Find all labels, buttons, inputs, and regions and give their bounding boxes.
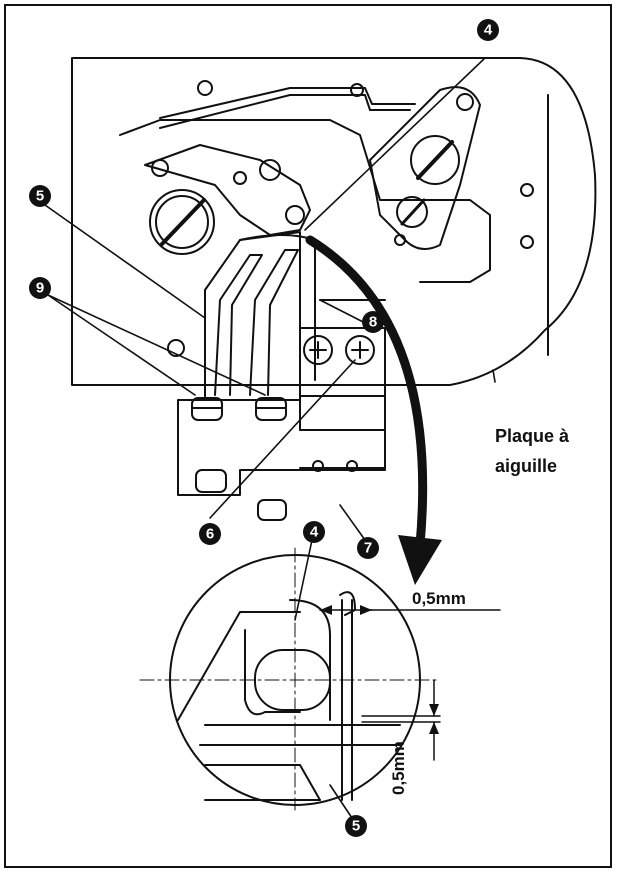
svg-text:4: 4 bbox=[484, 22, 493, 39]
mounting-plate bbox=[177, 399, 386, 496]
nuts bbox=[191, 397, 287, 521]
small-screw-right bbox=[396, 196, 428, 228]
callout-6 bbox=[199, 523, 221, 545]
blade-assembly bbox=[204, 231, 316, 401]
svg-text:4: 4 bbox=[310, 524, 319, 541]
dimension-vertical bbox=[361, 679, 441, 761]
needle-plate-outline bbox=[71, 57, 597, 386]
callout-5-left bbox=[29, 185, 51, 207]
plate-slot bbox=[119, 119, 491, 283]
plate-top-channel bbox=[159, 94, 411, 129]
svg-text:9: 9 bbox=[36, 280, 44, 297]
large-screw-left bbox=[149, 189, 215, 255]
screw-right bbox=[410, 135, 460, 185]
callout-badges: 4 5 9 8 6 7 4 5 bbox=[29, 19, 499, 837]
svg-text:5: 5 bbox=[352, 818, 360, 835]
callout-4-detail bbox=[303, 521, 325, 543]
callout-7 bbox=[357, 537, 379, 559]
dimension-horizontal bbox=[319, 605, 501, 615]
dimension-horizontal-label: 0,5mm bbox=[412, 589, 466, 608]
hook-body bbox=[144, 144, 311, 236]
detail-view bbox=[139, 547, 441, 811]
clamp-block bbox=[299, 299, 386, 469]
callout-4-top bbox=[477, 19, 499, 41]
callout-8 bbox=[362, 311, 384, 333]
callout-5-detail bbox=[345, 815, 367, 837]
svg-text:8: 8 bbox=[369, 314, 377, 331]
svg-text:6: 6 bbox=[206, 526, 214, 543]
svg-text:5: 5 bbox=[36, 188, 44, 205]
svg-text:7: 7 bbox=[364, 540, 372, 557]
leader-lines bbox=[44, 57, 496, 819]
callout-9-left bbox=[29, 277, 51, 299]
dimension-vertical-label: 0,5mm bbox=[389, 741, 408, 795]
needle-plate-label-line1: Plaque à bbox=[495, 426, 570, 446]
transition-arrow bbox=[305, 235, 428, 550]
needle-plate-label-line2: aiguille bbox=[495, 456, 558, 476]
